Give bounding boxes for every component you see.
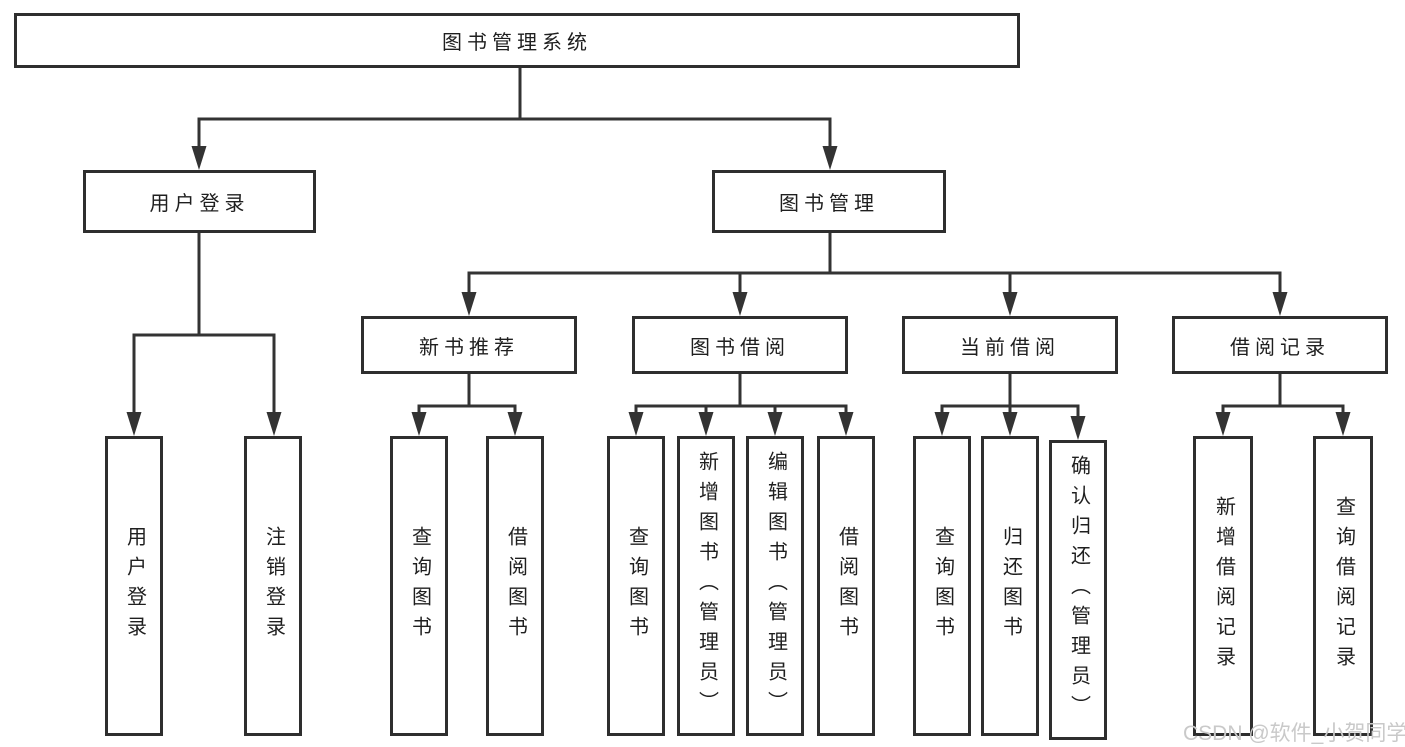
leaf-query-book-3-label: 查询图书 [931, 526, 954, 646]
leaf-confirm-return-admin-label: 确认归还（管理员） [1067, 455, 1090, 725]
leaf-query-book-1: 查询图书 [390, 436, 448, 736]
leaf-add-borrow-record: 新增借阅记录 [1193, 436, 1253, 736]
leaf-logout: 注销登录 [244, 436, 302, 736]
leaf-edit-book-admin: 编辑图书（管理员） [746, 436, 804, 736]
node-new-book-recommend-label: 新书推荐 [419, 336, 519, 359]
leaf-add-book-admin-label: 新增图书（管理员） [695, 451, 718, 721]
leaf-borrow-book-2-label: 借阅图书 [835, 526, 858, 646]
node-user-login-label: 用户登录 [149, 193, 250, 215]
leaf-query-book-2: 查询图书 [607, 436, 665, 736]
node-current-borrow-label: 当前借阅 [960, 336, 1060, 359]
node-borrow-records: 借阅记录 [1172, 316, 1388, 374]
node-user-login: 用户登录 [83, 170, 316, 233]
leaf-borrow-book-1-label: 借阅图书 [504, 526, 527, 646]
node-book-borrow-label: 图书借阅 [690, 336, 790, 359]
node-root-label: 图书管理系统 [442, 32, 592, 54]
node-book-borrow: 图书借阅 [632, 316, 848, 374]
node-book-management: 图书管理 [712, 170, 946, 233]
leaf-query-book-2-label: 查询图书 [625, 526, 648, 646]
leaf-add-book-admin: 新增图书（管理员） [677, 436, 735, 736]
leaf-return-book: 归还图书 [981, 436, 1039, 736]
leaf-borrow-book-1: 借阅图书 [486, 436, 544, 736]
leaf-confirm-return-admin: 确认归还（管理员） [1049, 440, 1107, 740]
leaf-logout-label: 注销登录 [262, 526, 285, 646]
node-borrow-records-label: 借阅记录 [1230, 336, 1330, 359]
leaf-user-login: 用户登录 [105, 436, 163, 736]
leaf-query-book-3: 查询图书 [913, 436, 971, 736]
leaf-user-login-label: 用户登录 [123, 526, 146, 646]
leaf-query-book-1-label: 查询图书 [408, 526, 431, 646]
csdn-watermark: CSDN @软件_小贺同学 [1183, 722, 1405, 745]
node-book-management-label: 图书管理 [779, 193, 879, 215]
leaf-edit-book-admin-label: 编辑图书（管理员） [764, 451, 787, 721]
leaf-return-book-label: 归还图书 [999, 526, 1022, 646]
leaf-query-borrow-record-label: 查询借阅记录 [1332, 496, 1355, 676]
node-current-borrow: 当前借阅 [902, 316, 1118, 374]
leaf-add-borrow-record-label: 新增借阅记录 [1212, 496, 1235, 676]
node-root: 图书管理系统 [14, 13, 1020, 68]
leaf-borrow-book-2: 借阅图书 [817, 436, 875, 736]
leaf-query-borrow-record: 查询借阅记录 [1313, 436, 1373, 736]
node-new-book-recommend: 新书推荐 [361, 316, 577, 374]
